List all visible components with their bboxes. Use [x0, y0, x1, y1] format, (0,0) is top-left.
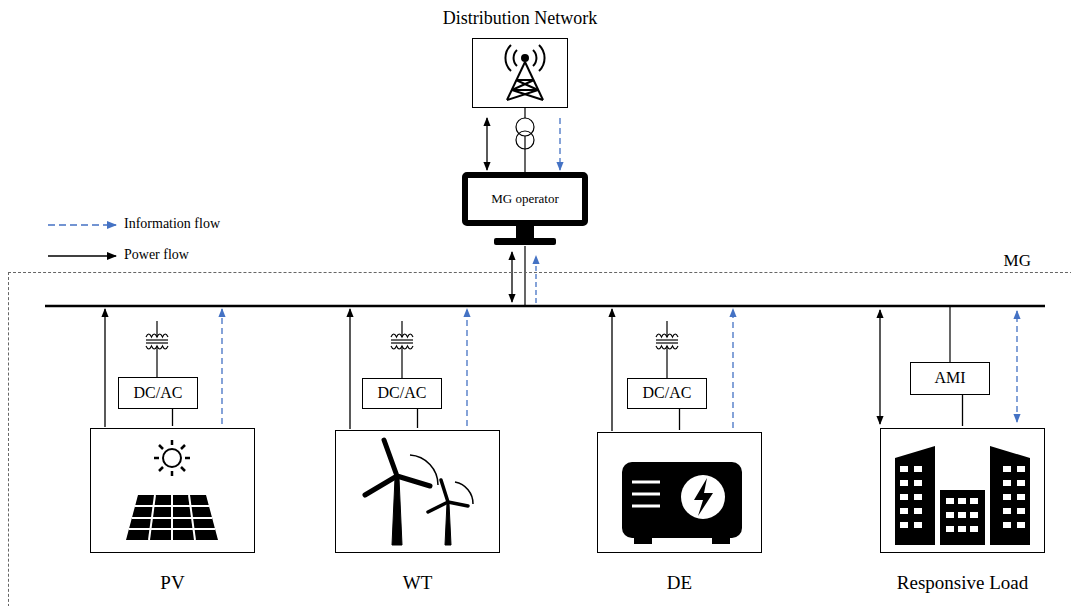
network-box: Distribution Network	[472, 38, 568, 108]
operator-monitor: MG operator	[462, 172, 588, 226]
node-heading: WT	[403, 572, 433, 594]
load-box: Responsive Load	[880, 428, 1045, 553]
node-heading: MG	[1004, 251, 1031, 271]
generator-icon	[622, 462, 742, 544]
wt-box: WT	[335, 430, 500, 553]
node-heading: Distribution Network	[443, 8, 598, 29]
node-label: AMI	[934, 369, 965, 387]
converter-box: DC/AC	[118, 377, 198, 409]
pv-icon	[126, 440, 218, 540]
legend-dashed-sample	[48, 224, 116, 226]
node-label: DC/AC	[643, 384, 692, 402]
connector	[679, 409, 680, 430]
node-label: DC/AC	[378, 384, 427, 402]
node-label: MG operator	[491, 192, 559, 207]
connector	[962, 395, 963, 426]
legend-label: Information flow	[124, 216, 220, 232]
node-heading: PV	[160, 572, 184, 594]
buildings-icon	[895, 446, 1030, 545]
monitor-stand	[494, 238, 556, 245]
node-heading: DE	[667, 572, 692, 594]
de-box: DE	[597, 432, 762, 553]
converter-box: DC/AC	[627, 378, 707, 409]
legend-solid-sample	[48, 255, 116, 257]
bus-bar	[45, 305, 1045, 308]
node-label: DC/AC	[134, 384, 183, 402]
converter-box: DC/AC	[362, 378, 442, 409]
connector	[486, 118, 487, 170]
tower-icon	[505, 45, 544, 100]
pv-box: PV	[90, 428, 255, 553]
microgrid-region: MGDC/ACPVDC/ACWTDC/ACDEAMIResponsive Loa…	[8, 272, 1071, 606]
ami-box: AMI	[910, 362, 990, 395]
connector	[417, 409, 418, 428]
node-heading: Responsive Load	[897, 572, 1028, 594]
legend-label: Power flow	[124, 247, 189, 263]
connector	[559, 118, 560, 170]
connector	[172, 409, 173, 426]
wind-turbine-icon	[365, 440, 473, 545]
